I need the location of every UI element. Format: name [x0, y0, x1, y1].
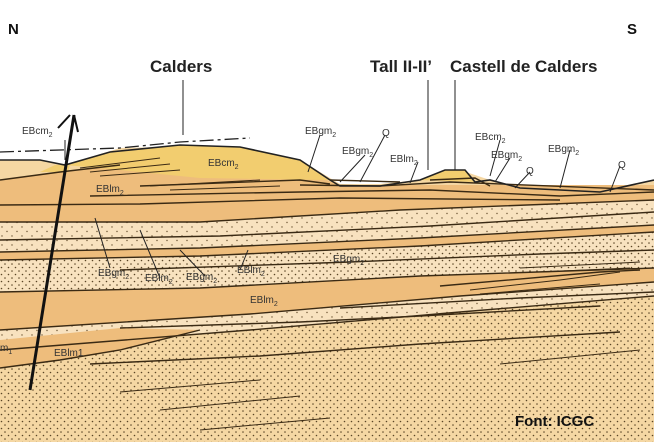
section-label: Tall II-II’: [370, 57, 432, 76]
upper-marl-band: [0, 165, 654, 222]
unit-label-ebcm-calders: EBcm2: [208, 158, 239, 171]
unit-label-q-2: Q: [526, 166, 534, 177]
source-credit: Font: ICGC: [515, 413, 594, 430]
unit-label-eblm-upper-left: EBlm2: [96, 184, 124, 197]
lower-marl-band: [0, 268, 654, 330]
topographic-surface: [0, 144, 654, 193]
unit-label-eblm-lower: EBlm2: [250, 295, 278, 308]
unit-label-ebgm-castell: EBgm2: [491, 150, 522, 163]
castell-label: Castell de Calders: [450, 57, 597, 76]
north-label: N: [8, 21, 19, 38]
calders-label: Calders: [150, 57, 212, 76]
leader-lines: [64, 80, 621, 279]
unit-label-ebgm-band-1: EBgm2: [98, 268, 129, 281]
unit-label-ebgm-band-2: EBgm2: [186, 272, 217, 285]
calders-cap-lens-left: [40, 165, 70, 172]
fault-line: [28, 114, 76, 391]
unit-label-ebcm-castell: EBcm2: [475, 132, 506, 145]
unit-label-eblm-band-1: EBlm2: [145, 273, 173, 286]
profile-dashdot-line: [0, 137, 251, 153]
unit-label-q-3: Q: [618, 160, 626, 171]
dotted-strip-2-dots: [0, 232, 654, 292]
unit-label-ebgm-top: EBgm2: [305, 126, 336, 139]
unit-label-q-1: Q: [382, 128, 390, 139]
south-label: S: [627, 21, 637, 38]
unit-label-eblm1: EBlm1: [54, 348, 84, 359]
interfingering-wedges: [79, 157, 641, 431]
dotted-strip-1-dots: [0, 200, 654, 252]
unit-label-ebgm-band-3: EBgm2: [333, 254, 364, 267]
calders-cap-lens: [65, 145, 330, 180]
unit-label-eblm-castell: EBlm2: [390, 154, 418, 167]
unit-label-ebcm-left: EBcm2: [22, 126, 53, 139]
unit-label-m1-edge: m1: [0, 343, 12, 356]
unit-label-eblm-band-2: EBlm2: [237, 265, 265, 278]
fault-arrow: [57, 114, 79, 133]
unit-label-ebgm-2: EBgm2: [342, 146, 373, 159]
unit-label-ebgm-right: EBgm2: [548, 144, 579, 157]
